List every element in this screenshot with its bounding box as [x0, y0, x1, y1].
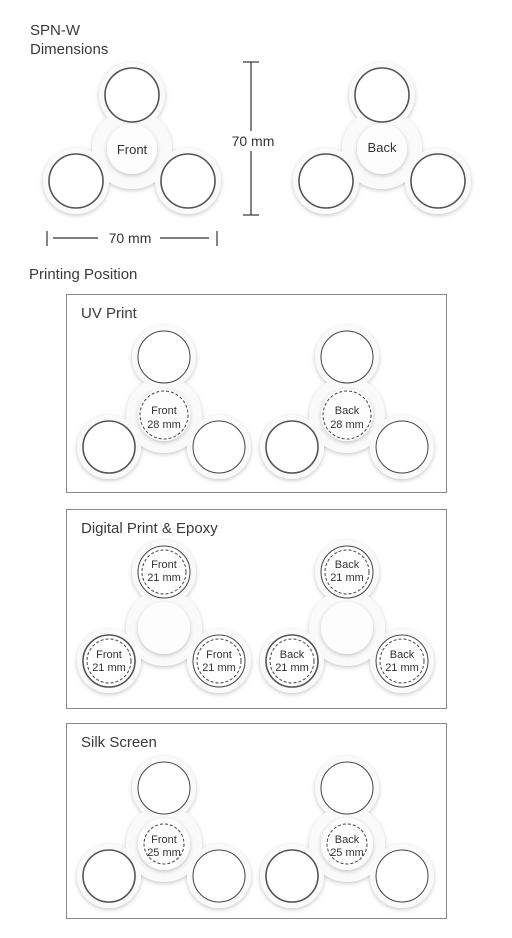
uv-print-diagram: Front 28 mm Back 28 mm: [77, 325, 434, 479]
panel-title-digital-print: Digital Print & Epoxy: [81, 520, 218, 537]
digital-front-top-size: 21 mm: [147, 572, 181, 584]
digital-back-right-size: 21 mm: [385, 662, 419, 674]
panel-uv-print: UV Print Front 28 mm: [66, 294, 447, 493]
digital-front-top-label: Front: [151, 559, 177, 571]
digital-back-top-size: 21 mm: [330, 572, 364, 584]
silk-front-label: Front: [151, 834, 177, 846]
digital-back-top-label: Back: [335, 559, 360, 571]
spinner-back-dimension: [293, 62, 471, 214]
silk-screen-diagram: Front 25 mm Back 25 mm: [77, 756, 434, 908]
uv-spinner-back: [260, 325, 434, 479]
model-title: SPN-W: [30, 22, 80, 39]
digital-front-right-size: 21 mm: [202, 662, 236, 674]
digital-back-left-label: Back: [280, 649, 305, 661]
panel-silk-screen: Silk Screen Front 25 mm: [66, 723, 447, 919]
silk-back-label: Back: [335, 834, 360, 846]
spinner-front-dimension: [43, 62, 221, 214]
digital-back-left-size: 21 mm: [275, 662, 309, 674]
silk-front-size: 25 mm: [147, 847, 181, 859]
digital-front-right-label: Front: [206, 649, 232, 661]
digital-front-left-size: 21 mm: [92, 662, 126, 674]
uv-back-label: Back: [335, 405, 360, 417]
panel-digital-print: Digital Print & Epoxy Front 21 mm Front: [66, 509, 447, 709]
uv-front-size: 28 mm: [147, 419, 181, 431]
printing-position-title: Printing Position: [29, 266, 138, 283]
uv-front-label: Front: [151, 405, 177, 417]
dimensions-diagram: Front 70 mm 70 mm Back: [43, 61, 471, 246]
panel-title-uv-print: UV Print: [81, 305, 137, 322]
back-label: Back: [368, 140, 397, 155]
dimensions-subtitle: Dimensions: [30, 41, 109, 58]
panel-title-silk-screen: Silk Screen: [81, 734, 157, 751]
digital-front-left-label: Front: [96, 649, 122, 661]
silk-back-size: 25 mm: [330, 847, 364, 859]
uv-back-size: 28 mm: [330, 419, 364, 431]
digital-print-diagram: Front 21 mm Front 21 mm Front 21 mm Back…: [77, 540, 434, 693]
digital-spinner-back: [260, 540, 434, 693]
silk-spinner-front: [77, 756, 251, 908]
width-label: 70 mm: [109, 230, 152, 246]
front-label: Front: [117, 142, 148, 157]
uv-spinner-front: [77, 325, 251, 479]
silk-spinner-back: [260, 756, 434, 908]
digital-spinner-front: [77, 540, 251, 693]
digital-back-right-label: Back: [390, 649, 415, 661]
height-label: 70 mm: [232, 133, 275, 149]
